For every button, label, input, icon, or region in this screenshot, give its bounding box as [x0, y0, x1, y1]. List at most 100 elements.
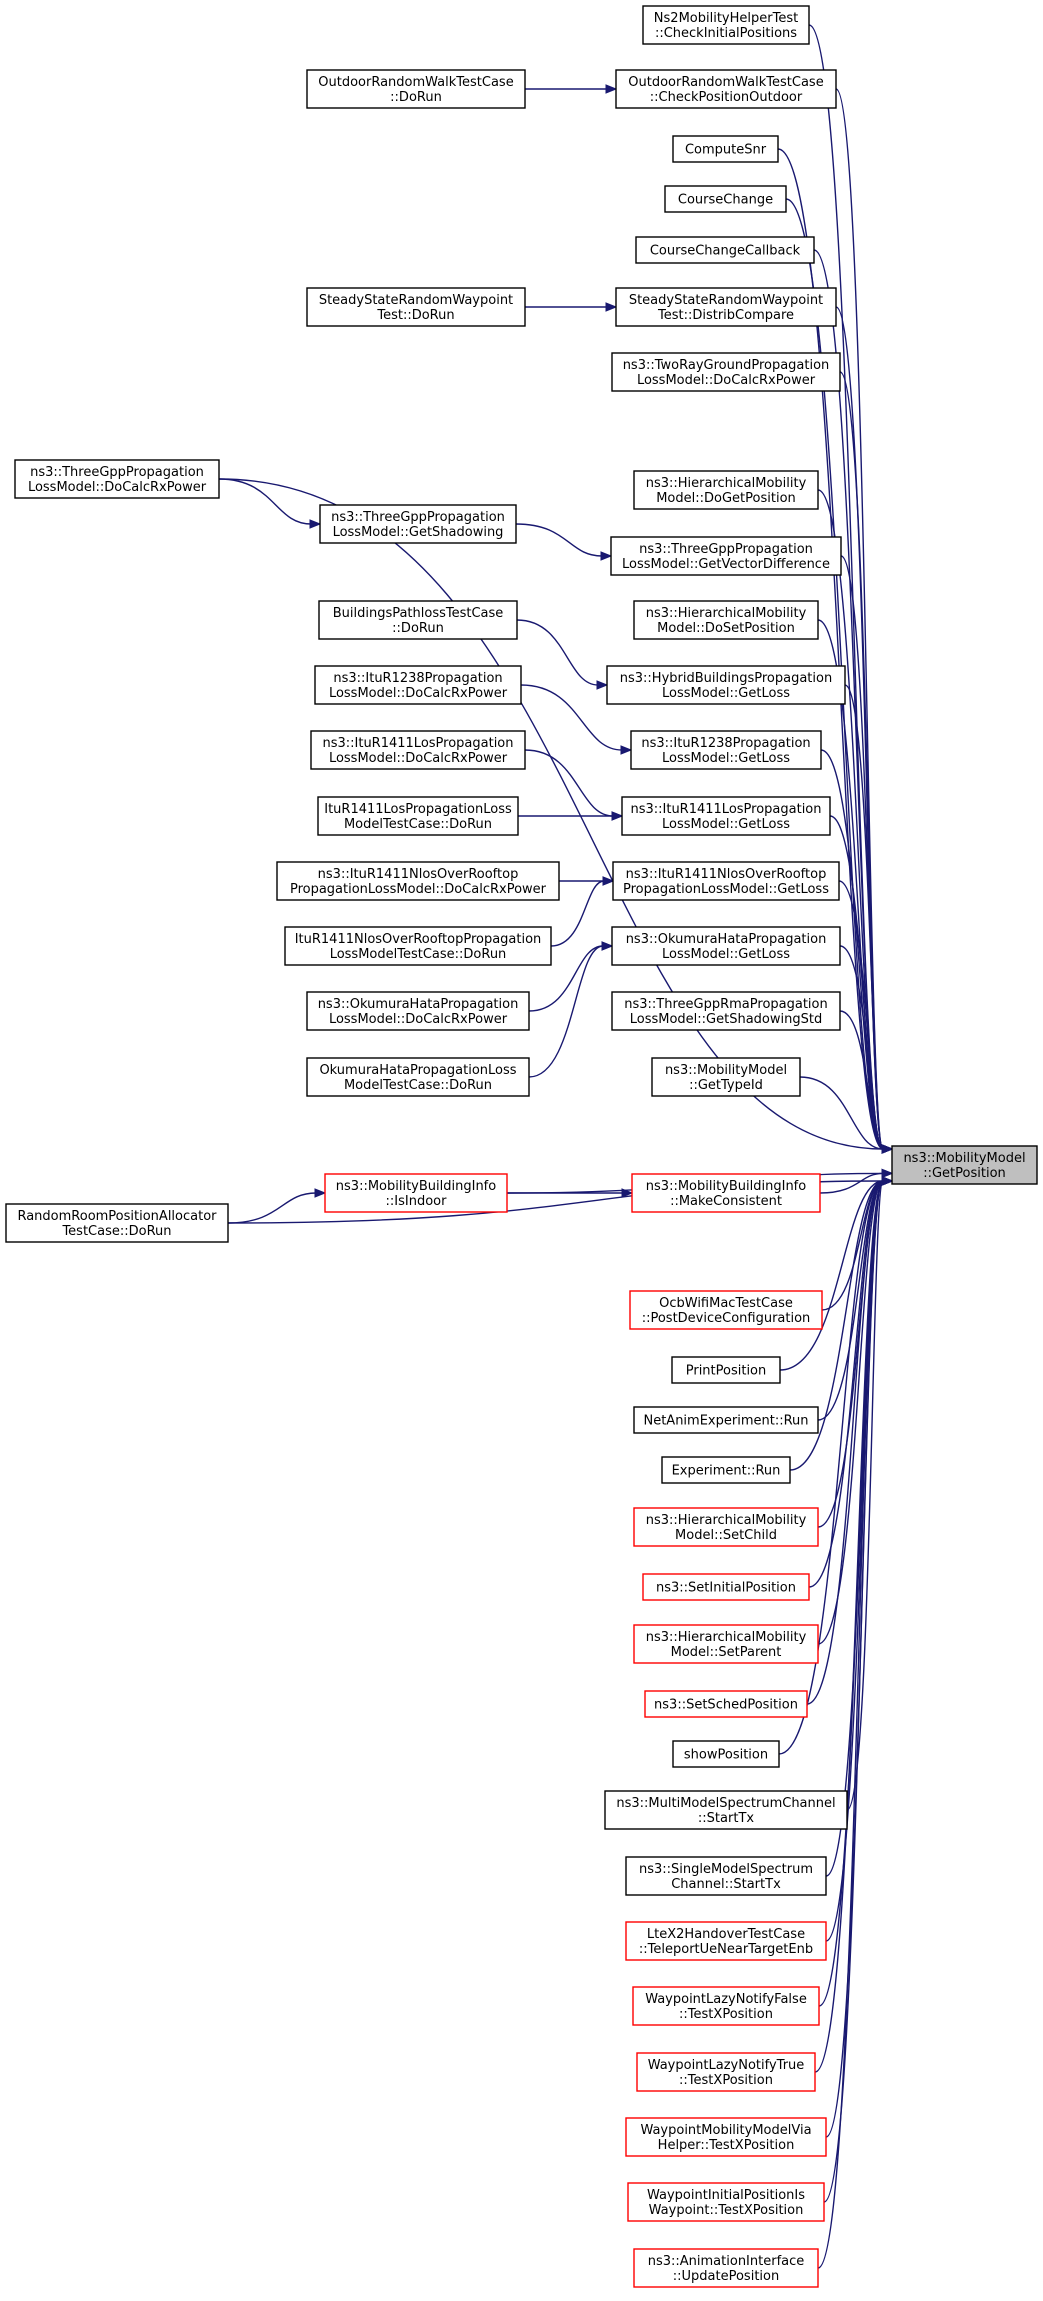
node-itur1411nlosoverrooftoppropagation-lossmodeltestcase-dorun[interactable]: ItuR1411NlosOverRooftopPropagationLossMo…: [284, 926, 552, 966]
node-ns3-mobilitymodel-gettypeid[interactable]: ns3::MobilityModel::GetTypeId: [651, 1057, 801, 1097]
node-ocbwifimactestcase-postdeviceconfiguration[interactable]: OcbWifiMacTestCase::PostDeviceConfigurat…: [629, 1290, 823, 1330]
node-ns3-setschedposition[interactable]: ns3::SetSchedPosition: [644, 1690, 808, 1718]
node-okumurahatapropagationloss-modeltestcase-dorun[interactable]: OkumuraHataPropagationLossModelTestCase:…: [306, 1057, 530, 1097]
node-label-line: OcbWifiMacTestCase: [659, 1296, 793, 1311]
node-label-line: LossModel::GetShadowingStd: [630, 1012, 822, 1027]
node-printposition[interactable]: PrintPosition: [671, 1356, 781, 1384]
node-ns3-itur1411lospropagation-lossmodel-getloss[interactable]: ns3::ItuR1411LosPropagationLossModel::Ge…: [621, 796, 831, 836]
node-label-line: PrintPosition: [686, 1364, 767, 1379]
node-label-line: ::TeleportUeNearTargetEnb: [639, 1942, 813, 1957]
node-label-line: NetAnimExperiment::Run: [643, 1414, 808, 1429]
node-ns3-itur1238propagation-lossmodel-getloss[interactable]: ns3::ItuR1238PropagationLossModel::GetLo…: [630, 730, 822, 770]
node-ns3-setinitialposition[interactable]: ns3::SetInitialPosition: [642, 1573, 810, 1601]
node-box: [612, 861, 840, 901]
node-box: [672, 1740, 780, 1768]
node-coursechange[interactable]: CourseChange: [664, 185, 787, 213]
node-box: [644, 1690, 808, 1718]
node-label-line: Model::SetChild: [675, 1528, 777, 1543]
edge-n42-to-n30: [778, 1180, 884, 1755]
node-label-line: Experiment::Run: [672, 1464, 781, 1479]
node-label-line: ItuR1411NlosOverRooftopPropagation: [295, 932, 542, 947]
node-waypointinitialpositionis-waypoint-testxposition[interactable]: WaypointInitialPositionIsWaypoint::TestX…: [627, 2182, 825, 2222]
node-itur1411lospropagationloss-modeltestcase-dorun[interactable]: ItuR1411LosPropagationLossModelTestCase:…: [317, 796, 519, 836]
node-ns3-tworaygroundpropagation-lossmodel-docalcrxpower[interactable]: ns3::TwoRayGroundPropagationLossModel::D…: [611, 352, 841, 392]
node-buildingspathlosstestcase-dorun[interactable]: BuildingsPathlossTestCase::DoRun: [318, 600, 518, 640]
node-ns3-hierarchicalmobility-model-dogetposition[interactable]: ns3::HierarchicalMobilityModel::DoGetPos…: [633, 470, 819, 510]
node-ns3-mobilitymodel-getposition[interactable]: ns3::MobilityModel::GetPosition: [891, 1145, 1038, 1185]
node-box: [611, 352, 841, 392]
node-label-line: ::DoRun: [390, 90, 442, 105]
node-box: [633, 470, 819, 510]
edge-n10-to-n12: [218, 478, 312, 525]
node-label-line: ns3::MobilityBuildingInfo: [646, 1179, 806, 1194]
node-label-line: OutdoorRandomWalkTestCase: [318, 75, 513, 90]
node-label-line: ns3::HierarchicalMobility: [646, 476, 807, 491]
node-ltex2handovertestcase-teleportueneartargetenb[interactable]: LteX2HandoverTestCase::TeleportUeNearTar…: [625, 1921, 827, 1961]
nodes-layer: Ns2MobilityHelperTest::CheckInitialPosit…: [5, 5, 1038, 2288]
node-outdoorrandomwalktestcase-checkpositionoutdoor[interactable]: OutdoorRandomWalkTestCase::CheckPosition…: [615, 69, 837, 109]
node-waypointlazynotifytrue-testxposition[interactable]: WaypointLazyNotifyTrue::TestXPosition: [636, 2052, 816, 2092]
node-box: [276, 861, 560, 901]
node-waypointlazynotifyfalse-testxposition[interactable]: WaypointLazyNotifyFalse::TestXPosition: [632, 1986, 820, 2026]
node-label-line: ns3::HierarchicalMobility: [646, 1513, 807, 1528]
node-ns3-threegpppropagation-lossmodel-getvectordifference[interactable]: ns3::ThreeGppPropagationLossModel::GetVe…: [610, 536, 842, 576]
node-box: [319, 504, 517, 544]
node-ns3-mobilitybuildinginfo-makeconsistent[interactable]: ns3::MobilityBuildingInfo::MakeConsisten…: [631, 1173, 821, 1213]
node-label-line: Test::DistribCompare: [657, 308, 794, 323]
node-ns3-threegpprmapropagation-lossmodel-getshadowingstd[interactable]: ns3::ThreeGppRmaPropagationLossModel::Ge…: [611, 991, 841, 1031]
edge-n04-to-n30: [777, 148, 884, 1150]
node-outdoorrandomwalktestcase-dorun[interactable]: OutdoorRandomWalkTestCase::DoRun: [306, 69, 526, 109]
edge-n16-to-n19: [520, 684, 623, 751]
node-ns3-threegpppropagation-lossmodel-getshadowing[interactable]: ns3::ThreeGppPropagationLossModel::GetSh…: [319, 504, 517, 544]
node-ns3-threegpppropagation-lossmodel-docalcrxpower[interactable]: ns3::ThreeGppPropagationLossModel::DoCal…: [14, 459, 220, 499]
node-ns3-okumurahatapropagation-lossmodel-docalcrxpower[interactable]: ns3::OkumuraHataPropagationLossModel::Do…: [306, 991, 530, 1031]
node-ns3-itur1411nlosoverrooftop-propagationlossmodel-getloss[interactable]: ns3::ItuR1411NlosOverRooftopPropagationL…: [612, 861, 840, 901]
node-ns3-hierarchicalmobility-model-dosetposition[interactable]: ns3::HierarchicalMobilityModel::DoSetPos…: [633, 600, 819, 640]
node-ns3-hybridbuildingspropagation-lossmodel-getloss[interactable]: ns3::HybridBuildingsPropagationLossModel…: [606, 665, 846, 705]
node-label-line: ::DoRun: [392, 621, 444, 636]
node-steadystaterandomwaypoint-test-distribcompare[interactable]: SteadyStateRandomWaypointTest::DistribCo…: [615, 287, 837, 327]
node-computesnr[interactable]: ComputeSnr: [672, 135, 779, 163]
node-box: [631, 1173, 821, 1213]
node-label-line: LteX2HandoverTestCase: [647, 1927, 805, 1942]
node-coursechangecallback[interactable]: CourseChangeCallback: [635, 236, 815, 264]
node-label-line: ns3::ThreeGppRmaPropagation: [624, 997, 827, 1012]
node-label-line: ns3::HierarchicalMobility: [646, 606, 807, 621]
node-label-line: ns3::ItuR1411NlosOverRooftop: [318, 867, 519, 882]
node-label-line: WaypointLazyNotifyTrue: [648, 2058, 805, 2073]
node-ns3-hierarchicalmobility-model-setparent[interactable]: ns3::HierarchicalMobilityModel::SetParen…: [633, 1624, 819, 1664]
node-box: [633, 1406, 819, 1434]
node-label-line: showPosition: [684, 1748, 768, 1763]
edge-arrowhead-n14-to-n17: [596, 680, 609, 690]
node-label-line: ::MakeConsistent: [670, 1194, 782, 1209]
node-box: [635, 236, 815, 264]
node-label-line: ns3::AnimationInterface: [648, 2254, 805, 2269]
node-ns3-okumurahatapropagation-lossmodel-getloss[interactable]: ns3::OkumuraHataPropagationLossModel::Ge…: [611, 926, 841, 966]
edge-n17-to-n30: [844, 684, 884, 1150]
node-ns2mobilityhelpertest-checkinitialpositions[interactable]: Ns2MobilityHelperTest::CheckInitialPosit…: [642, 5, 810, 45]
node-label-line: ::IsIndoor: [386, 1194, 448, 1209]
node-ns3-itur1411lospropagation-lossmodel-docalcrxpower[interactable]: ns3::ItuR1411LosPropagationLossModel::Do…: [310, 730, 526, 770]
node-showposition[interactable]: showPosition: [672, 1740, 780, 1768]
node-label-line: ns3::ThreeGppPropagation: [30, 465, 204, 480]
node-box: [610, 536, 842, 576]
node-ns3-multimodelspectrumchannel-starttx[interactable]: ns3::MultiModelSpectrumChannel::StartTx: [604, 1790, 848, 1830]
node-ns3-itur1411nlosoverrooftop-propagationlossmodel-docalcrxpower[interactable]: ns3::ItuR1411NlosOverRooftopPropagationL…: [276, 861, 560, 901]
node-randomroompositionallocator-testcase-dorun[interactable]: RandomRoomPositionAllocatorTestCase::DoR…: [5, 1203, 229, 1243]
node-box: [636, 2052, 816, 2092]
node-netanimexperiment-run[interactable]: NetAnimExperiment::Run: [633, 1406, 819, 1434]
node-ns3-itur1238propagation-lossmodel-docalcrxpower[interactable]: ns3::ItuR1238PropagationLossModel::DoCal…: [314, 665, 522, 705]
node-ns3-animationinterface-updateposition[interactable]: ns3::AnimationInterface::UpdatePosition: [633, 2248, 819, 2288]
edge-arrowhead-n28-to-n25: [601, 941, 614, 951]
node-ns3-mobilitybuildinginfo-isindoor[interactable]: ns3::MobilityBuildingInfo::IsIndoor: [324, 1173, 508, 1213]
node-label-line: LossModel::GetLoss: [662, 947, 790, 962]
node-waypointmobilitymodelvia-helper-testxposition[interactable]: WaypointMobilityModelViaHelper::TestXPos…: [625, 2117, 827, 2157]
edge-arrowhead-n10-to-n12: [309, 519, 322, 529]
edge-arrowhead-n12-to-n13: [600, 551, 613, 561]
node-experiment-run[interactable]: Experiment::Run: [661, 1456, 791, 1484]
node-box: [611, 991, 841, 1031]
edge-n29-to-n30: [799, 1076, 884, 1150]
